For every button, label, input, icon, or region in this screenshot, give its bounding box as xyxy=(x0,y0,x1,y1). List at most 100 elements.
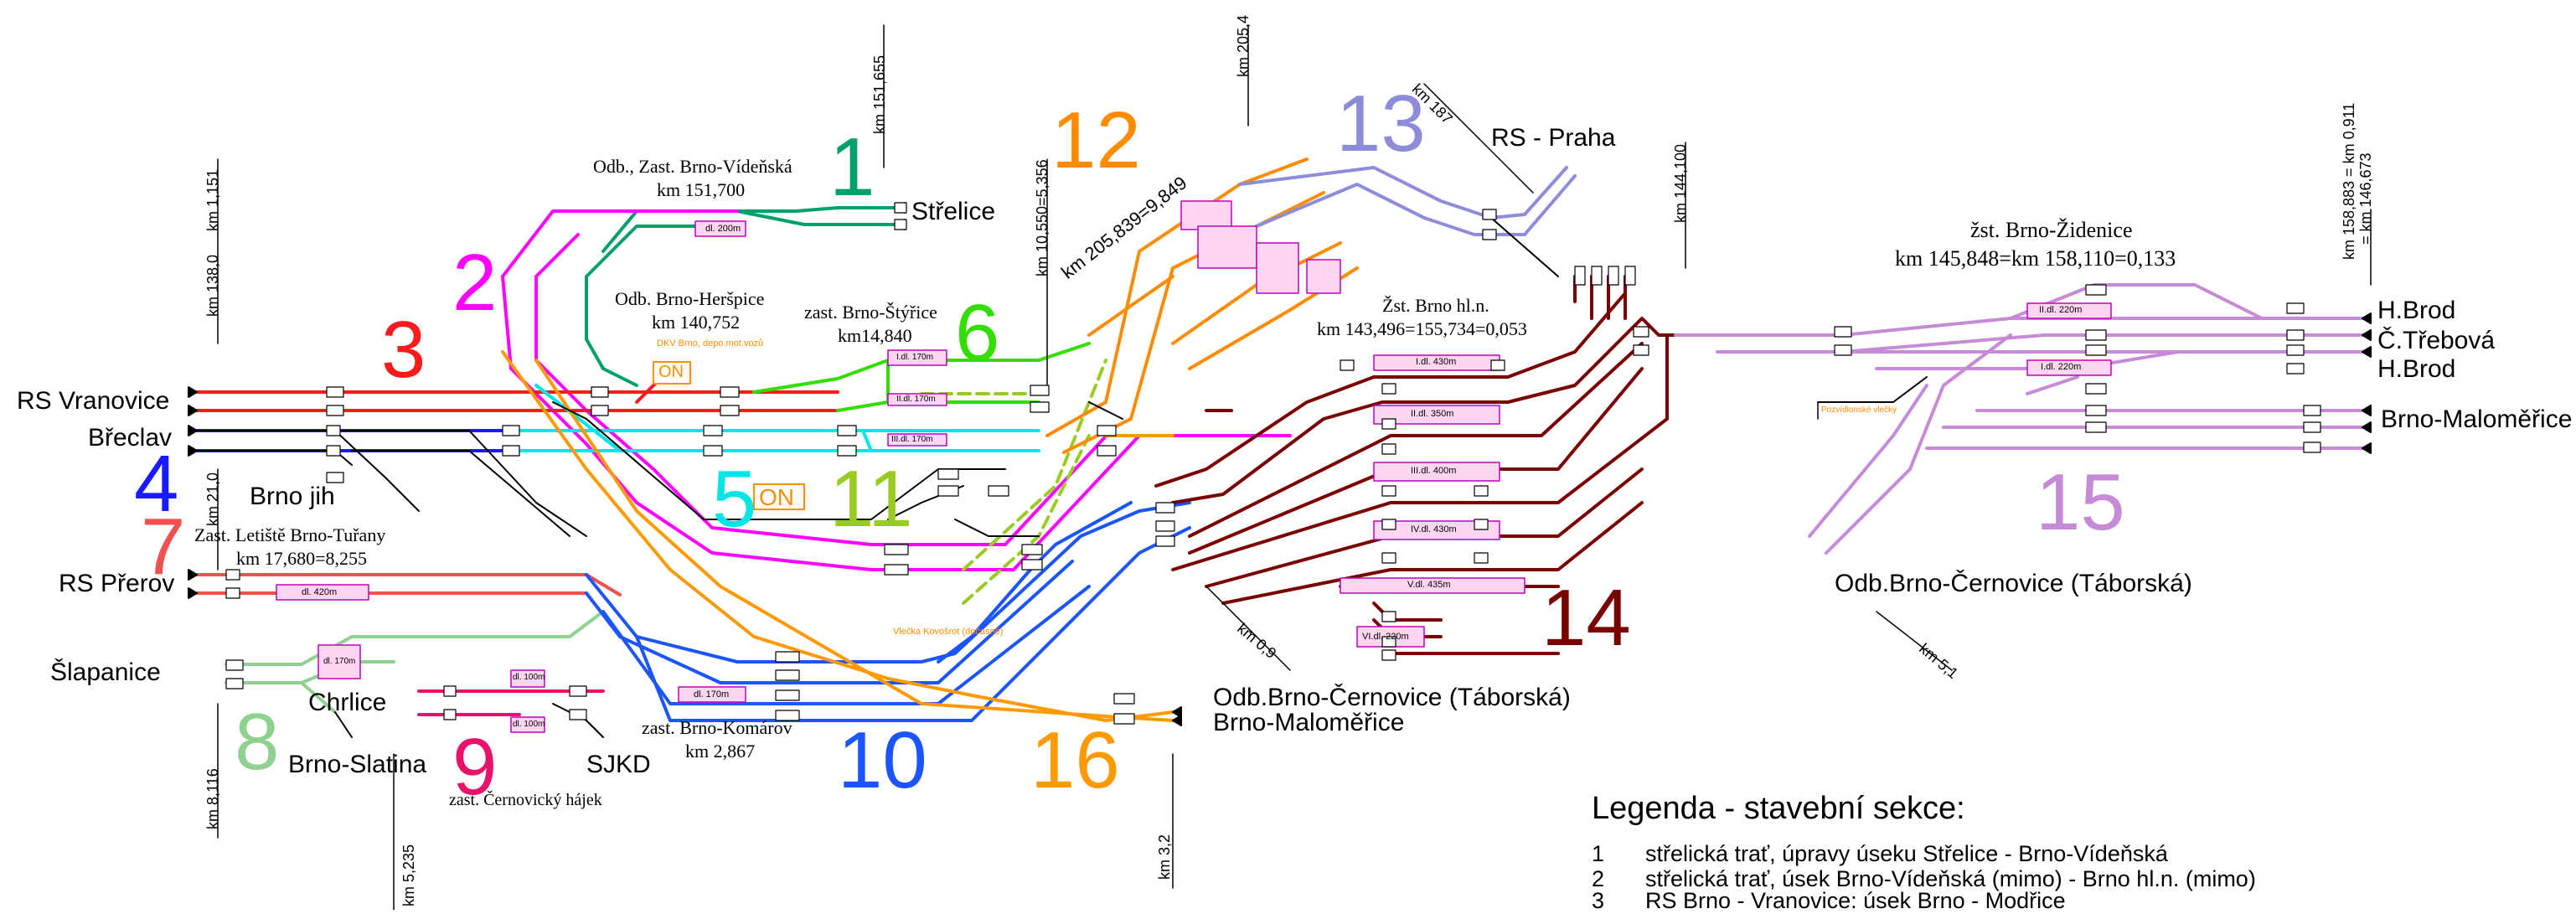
km-10-550: km 10,550=5,356 xyxy=(1034,159,1051,276)
section-number-7: 7 xyxy=(141,502,186,591)
station-styrice-name: zast. Brno-Štýřice xyxy=(804,302,937,323)
platform-videnska: dl. 200m xyxy=(705,224,741,234)
legend-item-number: 3 xyxy=(1592,888,1605,913)
section-number-13: 13 xyxy=(1336,79,1426,168)
legend-item-number: 2 xyxy=(1592,866,1605,891)
platform-hl-4: IV.dl. 430m xyxy=(1411,524,1457,534)
section-7-tracks xyxy=(195,573,622,596)
place-brno-malomerice-bottom: Brno-Maloměřice xyxy=(1213,709,1405,736)
platform-hl-2: II.dl. 350m xyxy=(1411,409,1454,419)
section-number-5: 5 xyxy=(712,454,757,544)
place-c-trebova: Č.Třebová xyxy=(2377,327,2496,354)
km-151-655: km 151,655 xyxy=(871,54,888,134)
legend-title: Legenda - stavební sekce: xyxy=(1592,791,1965,826)
place-slapanice: Šlapanice xyxy=(50,658,161,686)
platform-styrice-3: III.dl. 170m xyxy=(891,435,933,444)
place-brno-malomerice-right: Brno-Maloměřice xyxy=(2381,405,2573,433)
platform-hl-3: III.dl. 400m xyxy=(1411,466,1457,476)
section-number-4: 4 xyxy=(134,439,179,529)
section-8-tracks xyxy=(225,610,605,714)
station-videnska-km: km 151,700 xyxy=(657,179,746,200)
legend-item-number: 1 xyxy=(1592,841,1605,866)
km-205-4: km 205,4 xyxy=(1235,14,1252,77)
place-h-brod-1: H.Brod xyxy=(2377,297,2456,324)
station-styrice-km: km14,840 xyxy=(838,325,912,346)
platform-hl-5: V.dl. 435m xyxy=(1407,580,1451,590)
on-boxes xyxy=(653,361,805,510)
legend-item: 1 střelická trať, úpravy úseku Střelice -… xyxy=(1592,841,2168,867)
place-brno-jih: Brno jih xyxy=(250,483,335,510)
legend-item-text: střelická trať, úpravy úseku Střelice - … xyxy=(1645,841,2168,866)
section-number-11: 11 xyxy=(829,454,913,544)
section-number-16: 16 xyxy=(1030,715,1120,805)
platform-cernovicky-1: dl. 100m xyxy=(513,673,545,682)
platform-styrice-1: I.dl. 170m xyxy=(896,353,933,362)
station-herspice-name: Odb. Brno-Heršpice xyxy=(615,288,765,309)
platform-slatina: dl. 170m xyxy=(323,657,356,666)
place-chrlice: Chrlice xyxy=(308,689,387,716)
platform-komarov: dl. 170m xyxy=(694,689,730,700)
section-number-3: 3 xyxy=(381,305,426,395)
station-zidenice-name: žst. Brno-Židenice xyxy=(1970,218,2133,242)
platform-cernovicky-2: dl. 100m xyxy=(513,720,545,729)
section-number-15: 15 xyxy=(2036,457,2125,547)
km-8-116: km 8,116 xyxy=(204,768,221,829)
platform-hl-6: VI.dl. 220m xyxy=(1362,632,1409,642)
place-odb-cernovice-bottom: Odb.Brno-Černovice (Táborská) xyxy=(1213,684,1571,711)
station-hl-name: Žst. Brno hl.n. xyxy=(1382,295,1489,316)
signal-boxes xyxy=(225,202,2321,725)
label-vlecka-kovosrot: Vlečka Kovošrot (dočasně) xyxy=(893,627,1004,637)
platform-boxes xyxy=(276,200,2112,733)
km-3-2: km 3,2 xyxy=(1156,834,1173,880)
place-sjkd: SJKD xyxy=(586,751,651,778)
km-markers xyxy=(217,24,2372,910)
legend-item: 3 RS Brno - Vranovice: úsek Brno - Modřic… xyxy=(1592,888,2066,914)
legend-item-text: střelická trať, úsek Brno-Vídeňská (mimo… xyxy=(1645,866,2256,891)
platform-hl-1: I.dl. 430m xyxy=(1416,357,1457,367)
station-komarov-km: km 2,867 xyxy=(685,741,756,762)
platform-styrice-2: II.dl. 170m xyxy=(896,395,936,404)
station-turany-km: km 17,680=8,255 xyxy=(236,548,368,569)
legend-item-text: RS Brno - Vranovice: úsek Brno - Modřice xyxy=(1645,888,2066,913)
on-label-1: ON xyxy=(658,363,684,381)
km-158-883: km 158,883 = km 0,911 xyxy=(2341,102,2357,260)
km-1-151: km 1,151 xyxy=(204,168,221,231)
station-hl-km: km 143,496=155,734=0,053 xyxy=(1317,318,1527,339)
section-number-6: 6 xyxy=(955,288,1000,378)
km-5-235: km 5,235 xyxy=(400,844,417,906)
section-number-2: 2 xyxy=(452,238,498,328)
station-turany-name: Zast. Letiště Brno-Tuřany xyxy=(194,524,386,545)
station-komarov-name: zast. Brno-Komárov xyxy=(642,717,792,738)
station-videnska-name: Odb., Zast. Brno-Vídeňská xyxy=(593,156,792,177)
section-number-10: 10 xyxy=(838,715,927,805)
km-138-0: km 138,0 xyxy=(204,254,221,317)
platform-zidenice-1: II.dl. 220m xyxy=(2039,305,2083,315)
km-144-100: km 144,100 xyxy=(1672,143,1689,223)
section-number-1: 1 xyxy=(829,121,875,213)
place-odb-cernovice-right: Odb.Brno-Černovice (Táborská) xyxy=(1835,570,2192,597)
section-15-tracks xyxy=(1674,283,2364,555)
section-number-9: 9 xyxy=(452,722,498,812)
station-cernovicky-hajek: zast. Černovický hájek xyxy=(449,791,602,809)
place-brno-slatina: Brno-Slatina xyxy=(288,751,427,778)
km-146-673: = km 146,673 xyxy=(2357,152,2374,245)
platform-zidenice-2: I.dl. 220m xyxy=(2041,362,2082,372)
section-2-tracks xyxy=(501,209,1292,571)
station-zidenice-km: km 145,848=km 158,110=0,133 xyxy=(1895,246,2176,271)
place-rs-prerov: RS Přerov xyxy=(59,570,175,597)
station-herspice-km: km 140,752 xyxy=(652,312,741,333)
section-number-8: 8 xyxy=(235,697,280,787)
legend-item: 2 střelická trať, úsek Brno-Vídeňská (mim… xyxy=(1592,866,2256,892)
section-13-tracks xyxy=(1238,166,1577,236)
section-number-12: 12 xyxy=(1051,96,1141,185)
place-rs-praha: RS - Praha xyxy=(1491,124,1616,152)
place-strelice: Střelice xyxy=(911,198,996,225)
platform-turany: dl. 420m xyxy=(302,587,338,597)
place-breclav: Břeclav xyxy=(88,424,173,452)
section-number-14: 14 xyxy=(1541,573,1631,663)
section-11-tracks xyxy=(920,359,1107,605)
on-label-2: ON xyxy=(759,484,794,510)
section-1-tracks xyxy=(585,206,898,387)
km-21-0: km 21,0 xyxy=(204,472,221,526)
